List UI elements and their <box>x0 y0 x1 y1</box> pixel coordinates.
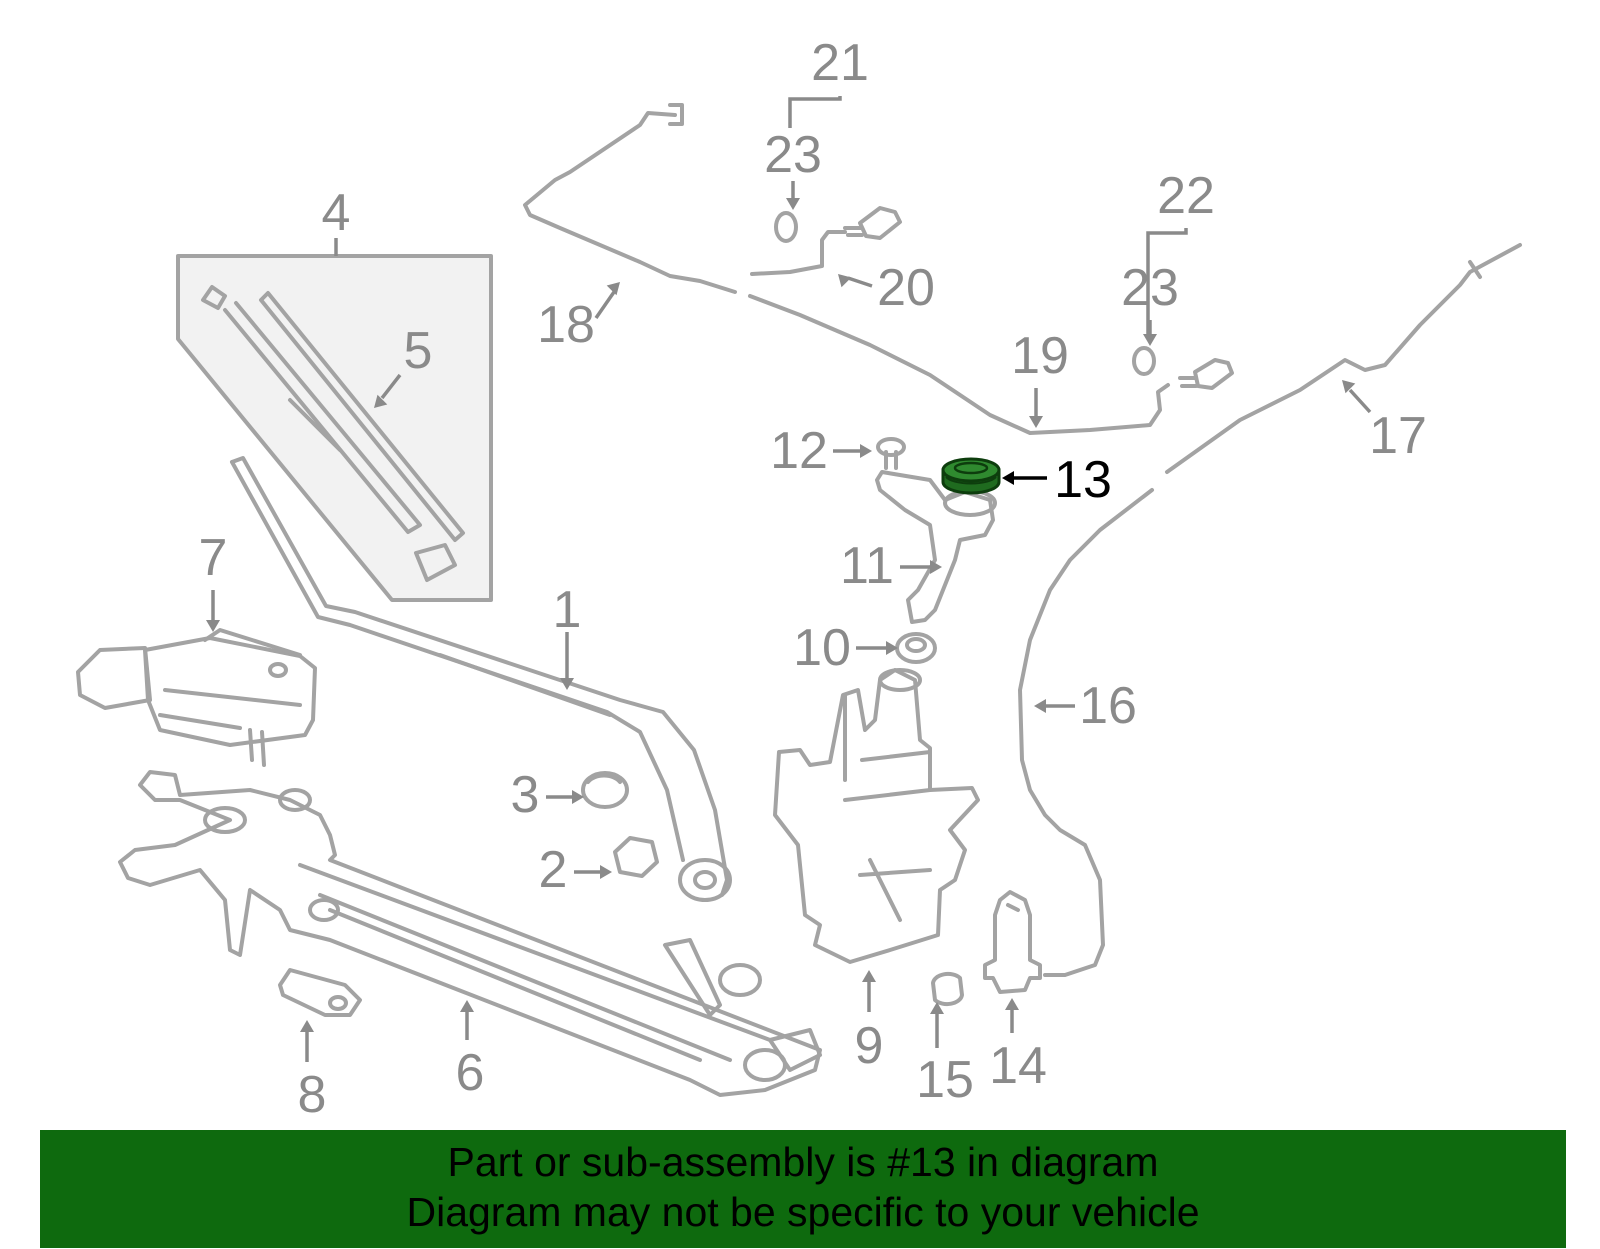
washer-reservoir <box>773 668 980 964</box>
wiper-motor <box>76 628 317 767</box>
callout-arrowhead <box>600 865 612 879</box>
bracket-part-8 <box>278 968 362 1017</box>
nozzle-part-21 <box>774 206 902 243</box>
callout-arrowhead <box>1143 334 1157 346</box>
callout-c5: 5 <box>404 322 433 380</box>
callout-c20: 20 <box>877 259 935 317</box>
callout-arrowhead <box>374 394 388 408</box>
callout-c15: 15 <box>916 1051 974 1109</box>
callout-leader-c20 <box>847 276 873 288</box>
callout-c19: 19 <box>1011 327 1069 385</box>
nut-part-2 <box>613 836 659 878</box>
callout-leader-c17 <box>1348 388 1372 414</box>
callout-c10: 10 <box>793 619 851 677</box>
callout-c6: 6 <box>456 1044 485 1102</box>
callout-arrowhead <box>1005 998 1019 1010</box>
callout-c14: 14 <box>989 1037 1047 1095</box>
callout-arrowhead <box>862 970 876 982</box>
callout-c23a: 23 <box>764 126 822 184</box>
callout-leader-c5 <box>380 373 402 400</box>
hose-part-19 <box>748 294 1170 435</box>
washer-pump-part-14 <box>983 890 1042 994</box>
callout-arrowhead <box>838 274 852 288</box>
callout-c4: 4 <box>322 184 351 242</box>
callout-arrowhead <box>1002 471 1014 485</box>
seal-ring-part-10 <box>895 632 937 664</box>
callout-c13: 13 <box>1054 451 1112 509</box>
callout-c11: 11 <box>840 537 894 595</box>
callout-arrowhead <box>1029 416 1043 428</box>
hose-part-18 <box>523 103 737 294</box>
cap-part-13-highlighted <box>941 457 1001 495</box>
callout-leader-c21 <box>788 96 842 128</box>
callout-c2: 2 <box>539 841 568 899</box>
nozzle-part-22 <box>1132 346 1234 390</box>
callout-c7: 7 <box>199 529 228 587</box>
callout-c1: 1 <box>553 581 582 639</box>
wiper-linkage <box>118 770 822 1097</box>
clip-part-12 <box>876 437 906 470</box>
callout-c16: 16 <box>1079 677 1137 735</box>
callout-arrowhead <box>206 620 220 632</box>
callout-arrowhead <box>786 198 800 210</box>
banner-line-2: Diagram may not be specific to your vehi… <box>406 1189 1200 1235</box>
filler-neck-part-11 <box>875 470 997 624</box>
callout-c22: 22 <box>1157 167 1215 225</box>
callout-c18: 18 <box>537 296 595 354</box>
callout-arrowhead <box>560 678 574 690</box>
callout-c23b: 23 <box>1121 259 1179 317</box>
grommet-part-3 <box>581 771 629 809</box>
callout-arrowhead <box>300 1020 314 1032</box>
banner-line-1: Part or sub-assembly is #13 in diagram <box>447 1139 1159 1185</box>
callout-c3: 3 <box>511 766 540 824</box>
callout-arrowhead <box>930 1002 944 1014</box>
callout-leader-c22 <box>1146 228 1188 335</box>
callout-arrowhead <box>860 444 872 458</box>
callout-c8: 8 <box>298 1066 327 1124</box>
wiper-arm <box>230 456 732 902</box>
callout-arrowhead <box>930 560 942 574</box>
wiper-blade-kit-box <box>176 254 493 602</box>
notice-banner: Part or sub-assembly is #13 in diagram D… <box>40 1130 1566 1248</box>
hose-part-16-17 <box>1018 243 1522 977</box>
callout-leader-c18 <box>594 291 616 319</box>
callout-arrowhead <box>572 790 584 804</box>
callout-c17: 17 <box>1369 407 1427 465</box>
grommet-part-15 <box>931 971 964 1007</box>
callout-c21: 21 <box>811 34 869 92</box>
hose-part-20 <box>750 230 847 276</box>
callout-arrowhead <box>606 282 620 296</box>
callout-arrowhead <box>886 641 898 655</box>
callout-arrowhead <box>1342 380 1356 394</box>
callout-c12: 12 <box>770 422 828 480</box>
callout-arrowhead <box>1034 699 1046 713</box>
callout-leaders <box>206 96 1372 1062</box>
callout-c9: 9 <box>855 1017 884 1075</box>
callout-arrowhead <box>460 1000 474 1012</box>
